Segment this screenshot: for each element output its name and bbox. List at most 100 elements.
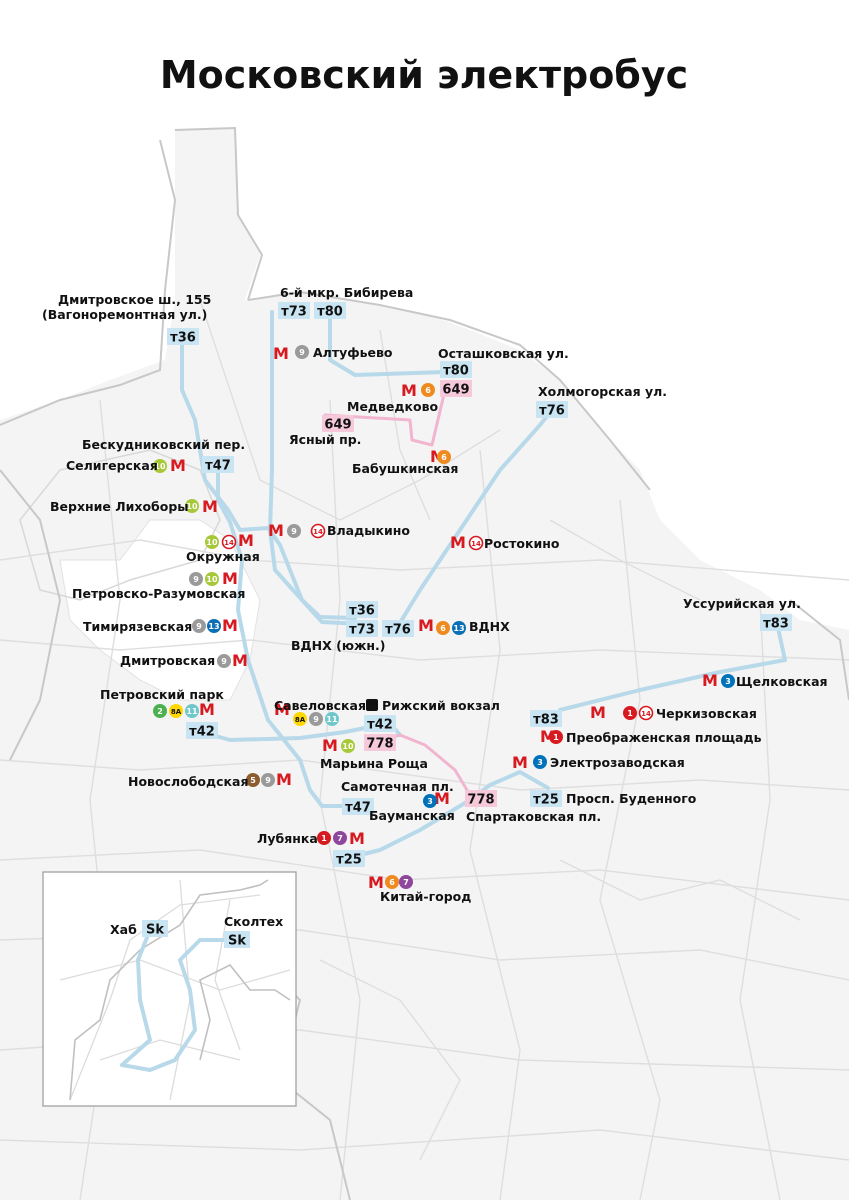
label-beskudnikovsky: Бескудниковский пер. [82,437,245,452]
metro-icon: М [273,344,289,363]
svg-text:2: 2 [157,707,163,716]
label-novoslobodskaya: Новослободская [128,774,248,789]
svg-text:8А: 8А [171,708,182,716]
route-badge: т73 [346,620,378,638]
label-kitay-gorod: Китай-город [380,889,471,904]
label-ostashkovskaya: Осташковская ул. [438,346,569,361]
inset-boundary [69,879,291,1101]
svg-text:10: 10 [206,538,218,547]
route-badge: т83 [530,710,562,728]
line-9-dot: 9 [261,773,275,787]
label-dmitrovskoe-1: Дмитровское ш., 155 [58,292,211,307]
metro-icon: М [349,829,365,848]
svg-text:1: 1 [321,834,327,843]
line-9-dot: 9 [287,524,301,538]
line-13-dot: 13 [452,621,466,635]
route-badge: 649 [322,415,354,433]
line-3-dot: 3 [533,755,547,769]
route-badge: т73 [278,302,310,320]
label-preobrazhenskaya: Преображенская площадь [566,730,762,745]
svg-text:т25: т25 [533,793,559,808]
line-14-dot: 14 [468,535,484,551]
line-2-dot: 2 [153,704,167,718]
route-t47 [216,470,360,808]
street [469,449,521,1200]
svg-text:3: 3 [537,758,543,767]
label-maryina-roshcha: Марьина Роща [320,756,428,771]
route-hab [120,928,152,1067]
route-badge: т83 [760,614,792,632]
label-rizhsky: Рижский вокзал [382,698,500,713]
label-baumanskaya: Бауманская [369,808,455,823]
svg-text:14: 14 [471,540,481,548]
line-9-dot: 9 [217,654,231,668]
metro-icon: М [418,616,434,635]
line-7-dot: 7 [333,831,347,845]
svg-text:10: 10 [342,742,354,751]
label-dmitrovskaya: Дмитровская [120,653,215,668]
metro-icon: М [268,521,284,540]
line-14-dot: 14 [310,523,326,539]
line-1-dot: 1 [623,706,637,720]
label-skoltech: Сколтех [224,914,283,929]
line-10-dot: 10 [185,499,199,513]
metro-icon: М [199,700,215,719]
line-1-dot: 1 [317,831,331,845]
railway-station-icon [366,699,378,711]
label-rostokino: Ростокино [484,536,560,551]
svg-text:т47: т47 [205,459,231,474]
street [319,959,461,1161]
route-badge: т47 [342,798,374,816]
svg-text:14: 14 [224,539,234,547]
svg-text:т80: т80 [317,305,343,320]
svg-text:т83: т83 [763,617,789,632]
svg-text:10: 10 [206,575,218,584]
svg-text:1: 1 [553,733,559,742]
line-6-dot: 6 [436,621,450,635]
metro-icon: М [450,533,466,552]
route-sk [120,938,237,1072]
line-7-dot: 7 [399,875,413,889]
svg-text:8А: 8А [295,716,306,724]
svg-text:9: 9 [265,776,271,785]
metro-icon: М [274,700,290,719]
svg-text:т36: т36 [349,604,375,619]
line-3-dot: 3 [721,674,735,688]
svg-text:т76: т76 [539,404,565,419]
svg-text:т73: т73 [349,623,375,638]
label-hab: Хаб [110,922,137,937]
metro-icon: М [170,456,186,475]
svg-text:778: 778 [467,793,494,808]
svg-text:9: 9 [299,348,305,357]
svg-text:Sk: Sk [146,923,164,938]
label-petrovsky-park: Петровский парк [100,687,224,702]
label-verkhnie-likhobory: Верхние Лихоборы [50,499,189,514]
metro-icon: М [702,671,718,690]
label-lubyanka: Лубянка [257,831,318,846]
svg-text:13: 13 [208,622,219,631]
svg-text:9: 9 [313,715,319,724]
label-babushkinskaya: Бабушкинская [352,461,458,476]
route-t73 [268,310,362,626]
svg-text:778: 778 [366,737,393,752]
svg-text:10: 10 [186,502,198,511]
line-6-dot: 6 [421,383,435,397]
route-badge: т76 [536,401,568,419]
line-13-dot: 13 [207,619,221,633]
metro-icon: М [434,789,450,808]
route-badge: т25 [333,850,365,868]
route-badge: т80 [314,302,346,320]
label-yasny: Ясный пр. [289,432,361,447]
street [559,859,801,921]
svg-text:14: 14 [313,528,323,536]
svg-text:9: 9 [193,575,199,584]
svg-text:6: 6 [441,453,447,462]
metro-icon: М [590,703,606,722]
svg-text:т47: т47 [345,801,371,816]
line-9-dot: 9 [192,619,206,633]
line-6-dot: 6 [385,875,399,889]
inset-frame [42,871,297,1107]
svg-text:649: 649 [442,383,469,398]
